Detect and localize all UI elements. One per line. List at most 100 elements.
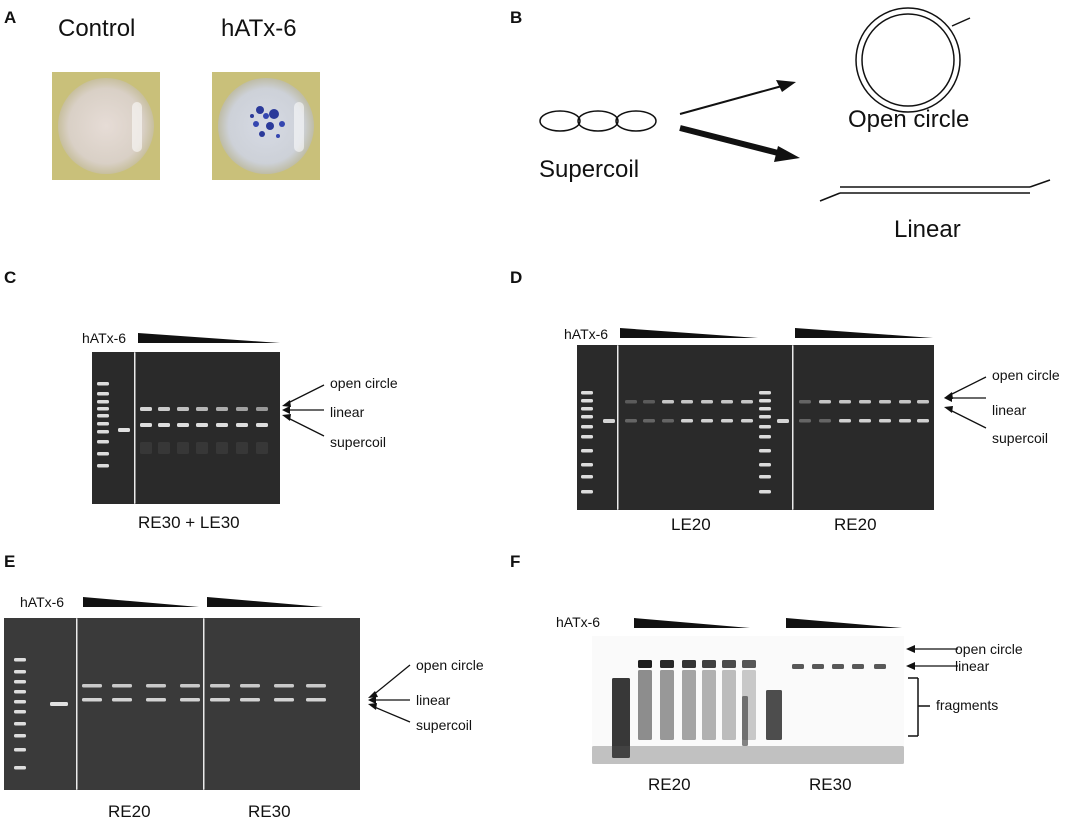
ladder-band [581, 399, 593, 403]
linear-band [140, 407, 152, 411]
supercoil-band [256, 423, 268, 427]
linear-band [112, 684, 132, 688]
caption-f-left: RE20 [648, 775, 691, 794]
control-label: Control [58, 15, 136, 42]
ladder-band [14, 734, 26, 738]
open-circle-label: Open circle [848, 106, 970, 133]
supercoil-band [274, 698, 294, 702]
linear-label-f: linear [955, 658, 990, 674]
caption-f-right: RE30 [809, 775, 852, 794]
supercoil-band [240, 698, 260, 702]
supercoil-band [819, 419, 831, 423]
ladder-band [14, 658, 26, 662]
supercoil-band [625, 419, 637, 423]
gel-e-bands [14, 618, 326, 790]
panel-label-e: E [4, 552, 16, 571]
supercoil-band [741, 419, 753, 423]
supercoil-band [158, 423, 170, 427]
linear-band [879, 400, 891, 404]
panel-label-b: B [510, 8, 523, 27]
linear-band [832, 664, 844, 669]
linear-band [721, 400, 733, 404]
ladder-band [759, 435, 771, 439]
concentration-wedge-e-left [83, 597, 199, 607]
ladder-band [759, 407, 771, 411]
linear-band [196, 407, 208, 411]
concentration-wedge-e-right [207, 597, 323, 607]
linear-band [682, 660, 696, 668]
supercoil-band [899, 419, 911, 423]
supercoil-band [681, 419, 693, 423]
supercoil-band [216, 423, 228, 427]
linear-band [240, 684, 260, 688]
ladder-band [97, 392, 109, 396]
supercoil-band [146, 698, 166, 702]
hatx-label-e: hATx-6 [20, 594, 65, 610]
open-circle-label-f: open circle [955, 641, 1023, 657]
ladder-band [14, 680, 26, 684]
gel-f-arrows [906, 645, 958, 737]
gel-bottom-shadow [592, 746, 904, 764]
fragment-smear [766, 690, 782, 740]
ladder-band [759, 391, 771, 395]
ladder-band [97, 407, 109, 411]
lane-divider [617, 345, 619, 510]
linear-band [180, 684, 200, 688]
caption-c: RE30 + LE30 [138, 513, 240, 532]
supercoil-band [236, 423, 248, 427]
gel-d-bands [581, 345, 929, 510]
linear-band [662, 400, 674, 404]
ladder-band [14, 670, 26, 674]
linear-band [625, 400, 637, 404]
ladder-band [759, 463, 771, 467]
linear-band [236, 407, 248, 411]
supercoil-band [177, 423, 189, 427]
linear-band [792, 664, 804, 669]
gel-c-bands [97, 352, 268, 504]
linear-band [158, 407, 170, 411]
lane-divider [134, 352, 136, 504]
supercoil-label-d: supercoil [992, 430, 1049, 446]
supercoil-band [306, 698, 326, 702]
supercoil-band [140, 423, 152, 427]
concentration-wedge-d-left [620, 328, 758, 338]
concentration-wedge-f-left [634, 618, 750, 628]
fragment-smear [638, 670, 652, 740]
supercoil-band [196, 423, 208, 427]
open-circle-label-d: open circle [992, 367, 1060, 383]
linear-band [256, 407, 268, 411]
panel-label-d: D [510, 268, 523, 287]
gel-d-arrows [944, 376, 987, 429]
gel-e-arrows [368, 664, 411, 723]
autoradiograph-image-f [592, 636, 904, 764]
ladder-band [97, 440, 109, 444]
smear [140, 442, 152, 454]
linear-band [701, 400, 713, 404]
linear-band [177, 407, 189, 411]
linear-label-c: linear [330, 404, 365, 420]
linear-band [819, 400, 831, 404]
panel-label-a: A [4, 8, 17, 27]
supercoil-band [879, 419, 891, 423]
panel-label-c: C [4, 268, 17, 287]
caption-e-right: RE30 [248, 802, 291, 821]
supercoil-band [701, 419, 713, 423]
ladder-band [759, 475, 771, 479]
control-band [50, 702, 68, 706]
supercoil-band [180, 698, 200, 702]
linear-band [799, 400, 811, 404]
supercoil-label-c: supercoil [330, 434, 387, 450]
ladder-band [581, 435, 593, 439]
ladder-band [14, 722, 26, 726]
linear-label-e: linear [416, 692, 451, 708]
ladder-band [581, 463, 593, 467]
ladder-band [759, 415, 771, 419]
linear-band [216, 407, 228, 411]
control-band [118, 428, 130, 432]
smear [236, 442, 248, 454]
caption-e-left: RE20 [108, 802, 151, 821]
caption-d-right: RE20 [834, 515, 877, 534]
supercoil-band [839, 419, 851, 423]
ladder-band [581, 425, 593, 429]
linear-band [638, 660, 652, 668]
